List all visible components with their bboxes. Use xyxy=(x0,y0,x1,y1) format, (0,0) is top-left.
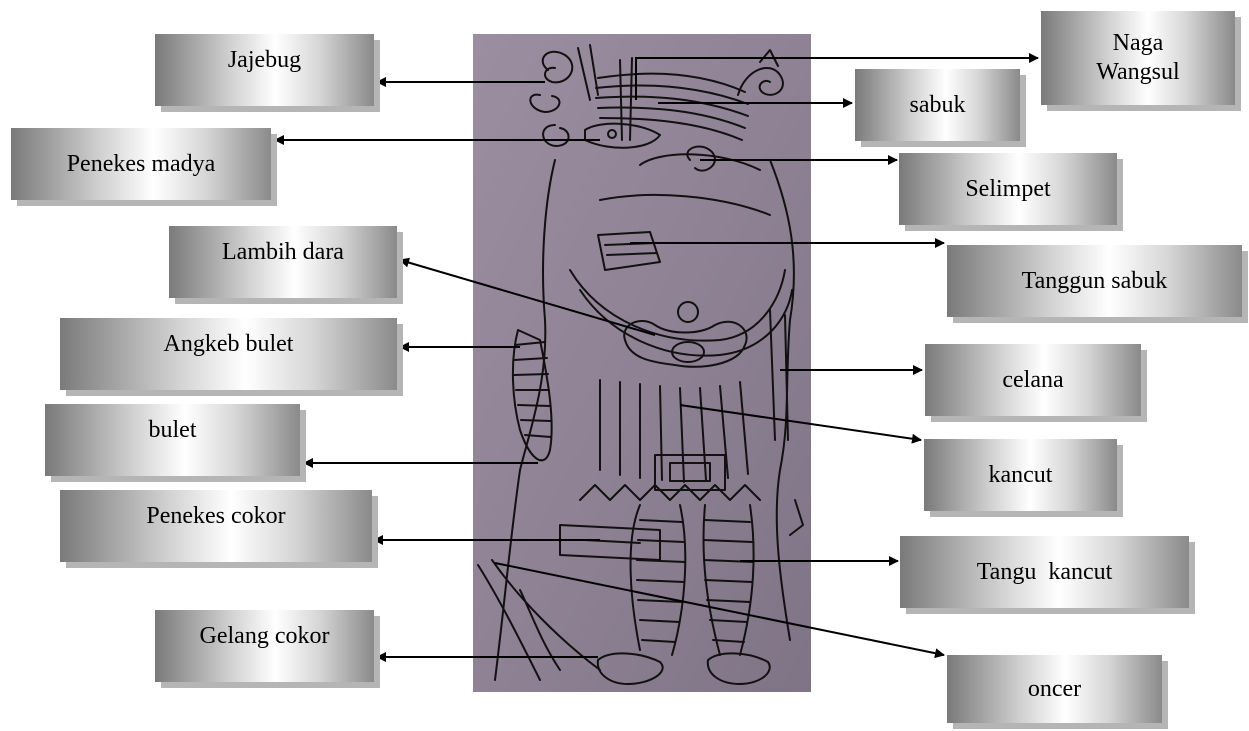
label-penekes-cokor: Penekes cokor xyxy=(60,490,372,562)
label-lambih-dara: Lambih dara xyxy=(169,226,397,298)
label-tangu-kancut-text: Tangu kancut xyxy=(977,558,1113,587)
label-lambih-dara-text: Lambih dara xyxy=(222,238,344,267)
label-bulet: bulet xyxy=(45,404,300,476)
label-naga-wangsul: Naga Wangsul xyxy=(1041,11,1235,105)
label-oncer-text: oncer xyxy=(1028,675,1081,704)
label-penekes-cokor-text: Penekes cokor xyxy=(146,502,285,531)
label-angkeb-bulet: Angkeb bulet xyxy=(60,318,397,390)
label-gelang-cokor-text: Gelang cokor xyxy=(200,622,330,651)
label-jajebug: Jajebug xyxy=(155,34,374,106)
label-kancut-text: kancut xyxy=(989,461,1053,490)
label-angkeb-bulet-text: Angkeb bulet xyxy=(164,330,294,359)
label-naga-wangsul-line2: Wangsul xyxy=(1096,58,1179,87)
label-celana-text: celana xyxy=(1002,366,1063,395)
label-tanggun-sabuk-text: Tanggun sabuk xyxy=(1022,267,1168,296)
label-tangu-kancut: Tangu kancut xyxy=(900,536,1189,608)
label-kancut: kancut xyxy=(924,439,1117,511)
label-sabuk: sabuk xyxy=(855,69,1020,141)
label-sabuk-text: sabuk xyxy=(910,91,966,120)
label-penekes-madya: Penekes madya xyxy=(11,128,271,200)
label-naga-wangsul-line1: Naga xyxy=(1113,29,1164,58)
label-oncer: oncer xyxy=(947,655,1162,723)
label-tanggun-sabuk: Tanggun sabuk xyxy=(947,245,1242,317)
label-jajebug-text: Jajebug xyxy=(228,46,301,75)
label-selimpet: Selimpet xyxy=(899,153,1117,225)
label-gelang-cokor: Gelang cokor xyxy=(155,610,374,682)
label-selimpet-text: Selimpet xyxy=(965,175,1050,204)
label-bulet-text: bulet xyxy=(149,416,197,445)
label-celana: celana xyxy=(925,344,1141,416)
label-penekes-madya-text: Penekes madya xyxy=(67,150,216,179)
